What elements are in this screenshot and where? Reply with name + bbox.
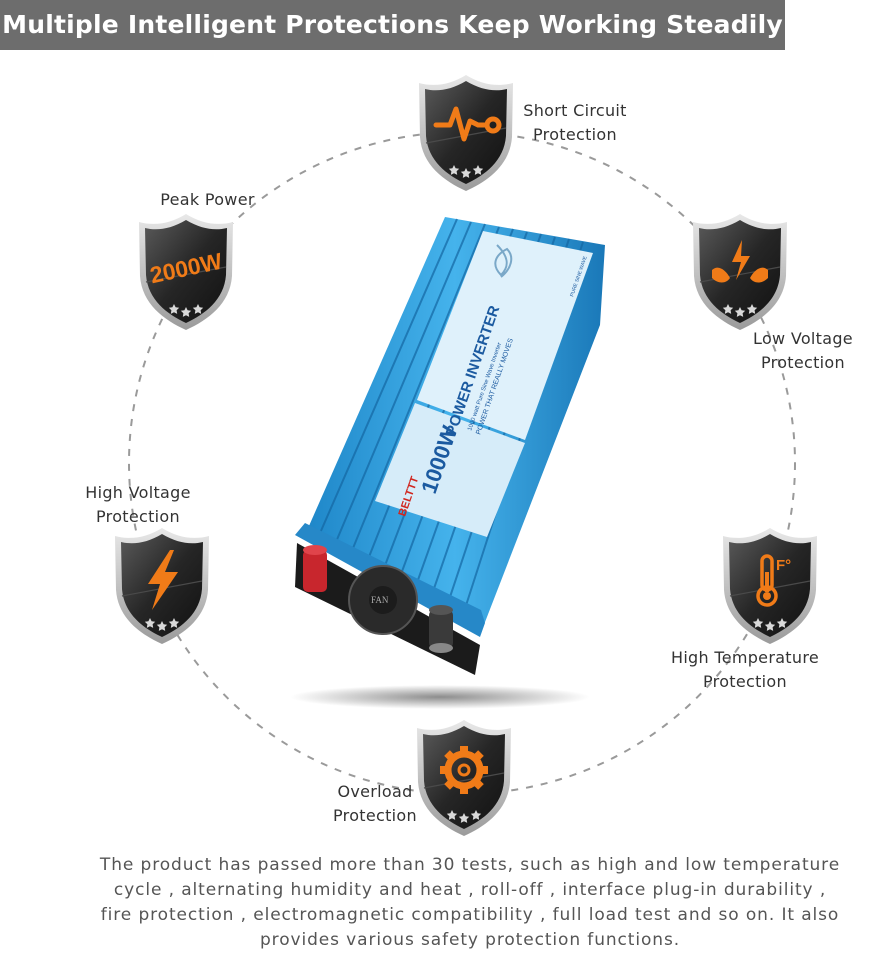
page-title: Multiple Intelligent Protections Keep Wo… <box>2 10 783 39</box>
peak-power-shield: 2000W <box>136 212 236 332</box>
footer-description: The product has passed more than 30 test… <box>99 855 841 950</box>
short-circuit-shield <box>416 73 516 193</box>
svg-text:F°: F° <box>776 557 791 574</box>
high-temperature-label: High Temperature Protection <box>670 648 819 691</box>
pulse-icon <box>433 106 502 142</box>
high-voltage-shield <box>112 526 212 646</box>
high-voltage-label: High Voltage Protection <box>85 483 191 526</box>
lightning-icon <box>148 550 178 610</box>
thermometer-icon: F° <box>756 554 791 607</box>
low-voltage-shield <box>690 212 790 332</box>
peak-power-label: Peak Power <box>160 190 255 209</box>
low-voltage-label: Low Voltage Protection <box>753 329 853 372</box>
short-circuit-label: Short Circuit Protection <box>523 101 627 144</box>
header-banner <box>0 0 785 50</box>
svg-text:FAN: FAN <box>371 595 389 605</box>
high-temperature-shield: F° <box>720 526 820 646</box>
overload-shield <box>414 718 514 838</box>
overload-label: Overload Protection <box>333 782 417 825</box>
hands-lightning-icon <box>712 240 768 283</box>
inverter-product: POWER INVERTER 1000W BELTTT POWER THAT R… <box>290 217 605 709</box>
